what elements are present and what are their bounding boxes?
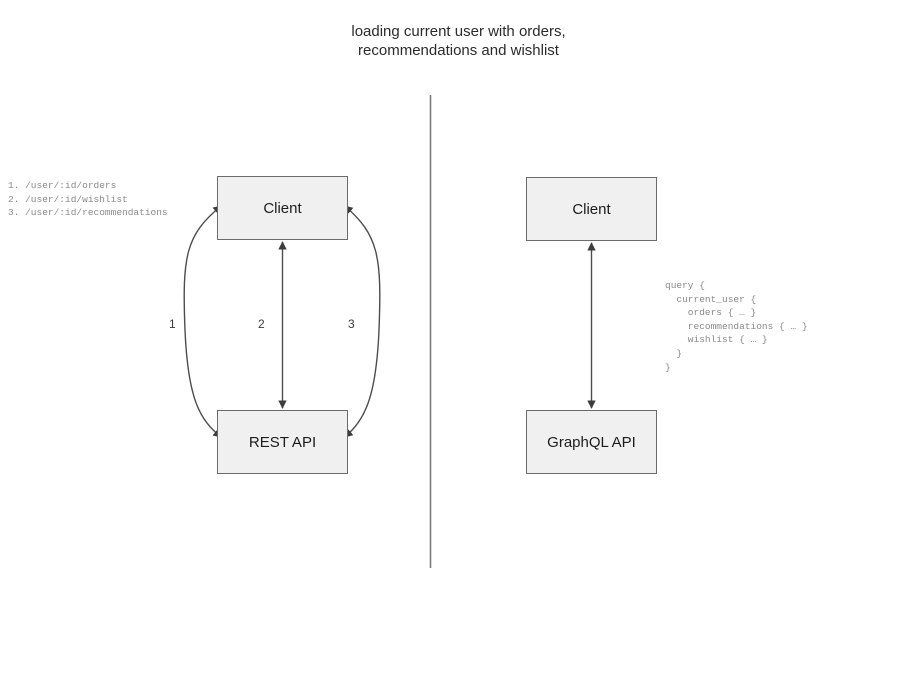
node-graphql-api[interactable]: GraphQL API xyxy=(526,410,657,474)
rest-edge-label-1: 1 xyxy=(169,317,176,331)
rest-endpoints-annotation: 1. /user/:id/orders 2. /user/:id/wishlis… xyxy=(8,180,168,219)
rest-edge-1 xyxy=(183,205,222,438)
node-graphql-api-label: GraphQL API xyxy=(547,433,636,451)
node-graphql-client-label: Client xyxy=(572,200,611,218)
page-title: loading current user with orders, recomm… xyxy=(351,23,566,59)
node-rest-api[interactable]: REST API xyxy=(217,410,348,474)
rest-edge-label-2: 2 xyxy=(258,317,265,331)
node-rest-client[interactable]: Client xyxy=(217,176,348,240)
node-rest-api-label: REST API xyxy=(248,433,317,451)
node-graphql-client[interactable]: Client xyxy=(526,177,657,241)
rest-edge-label-3: 3 xyxy=(348,317,355,331)
node-rest-client-label: Client xyxy=(263,199,302,217)
graphql-query-annotation: query { current_user { orders { … } reco… xyxy=(665,280,808,373)
